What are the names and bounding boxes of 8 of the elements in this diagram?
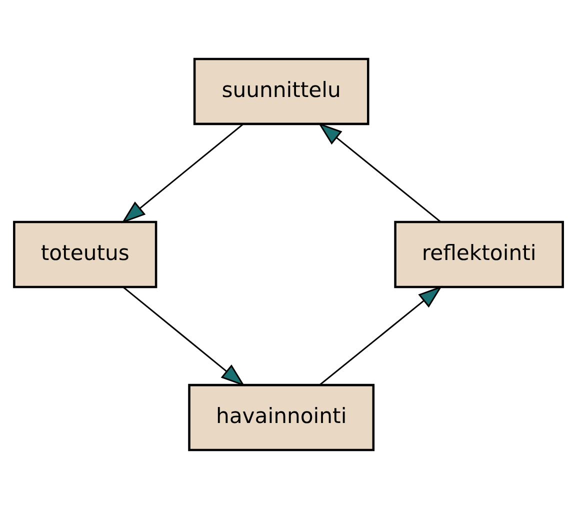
node-box: toteutus (13, 220, 158, 288)
arrow (318, 122, 442, 222)
node-box: suunnittelu (193, 57, 370, 125)
arrow (319, 285, 442, 385)
node-box: havainnointi (188, 383, 375, 451)
arrow (122, 286, 245, 386)
arrow (122, 123, 244, 223)
node-box: reflektointi (394, 220, 564, 288)
